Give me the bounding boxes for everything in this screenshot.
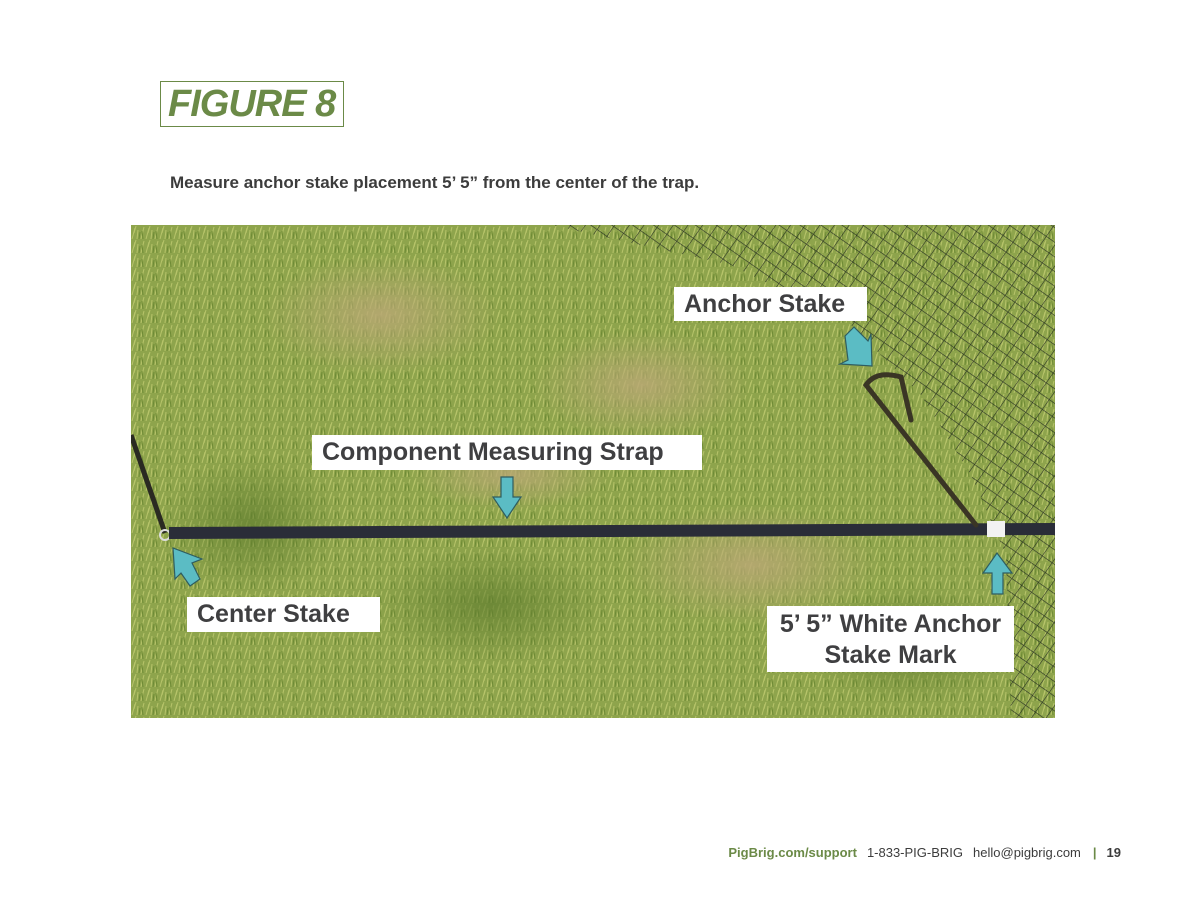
phone-number: 1-833-PIG-BRIG: [866, 845, 964, 860]
email-address[interactable]: hello@pigbrig.com: [973, 845, 1081, 860]
instruction-text: Measure anchor stake placement 5’ 5” fro…: [170, 173, 700, 192]
footer-separator: |: [1092, 845, 1097, 860]
arrow-anchor-stake: [837, 326, 873, 367]
callout-center-stake: Center Stake: [187, 597, 380, 632]
arrow-measuring-strap: [491, 476, 523, 520]
callout-anchor-stake: Anchor Stake: [674, 287, 867, 321]
arrow-center-stake: [172, 547, 204, 587]
callout-white-mark-line2: Stake Mark: [824, 641, 957, 669]
callout-white-mark-line1: 5’ 5” White Anchor: [779, 610, 1002, 638]
arrow-white-mark: [981, 551, 1014, 595]
footer: PigBrig.com/support 1-833-PIG-BRIG hello…: [728, 845, 1121, 860]
support-link[interactable]: PigBrig.com/support: [728, 845, 857, 860]
callout-white-mark: 5’ 5” White Anchor Stake Mark: [767, 606, 1014, 672]
figure-title: FIGURE 8: [160, 81, 344, 127]
page-number: 19: [1106, 845, 1121, 860]
callout-measuring-strap: Component Measuring Strap: [312, 435, 702, 470]
